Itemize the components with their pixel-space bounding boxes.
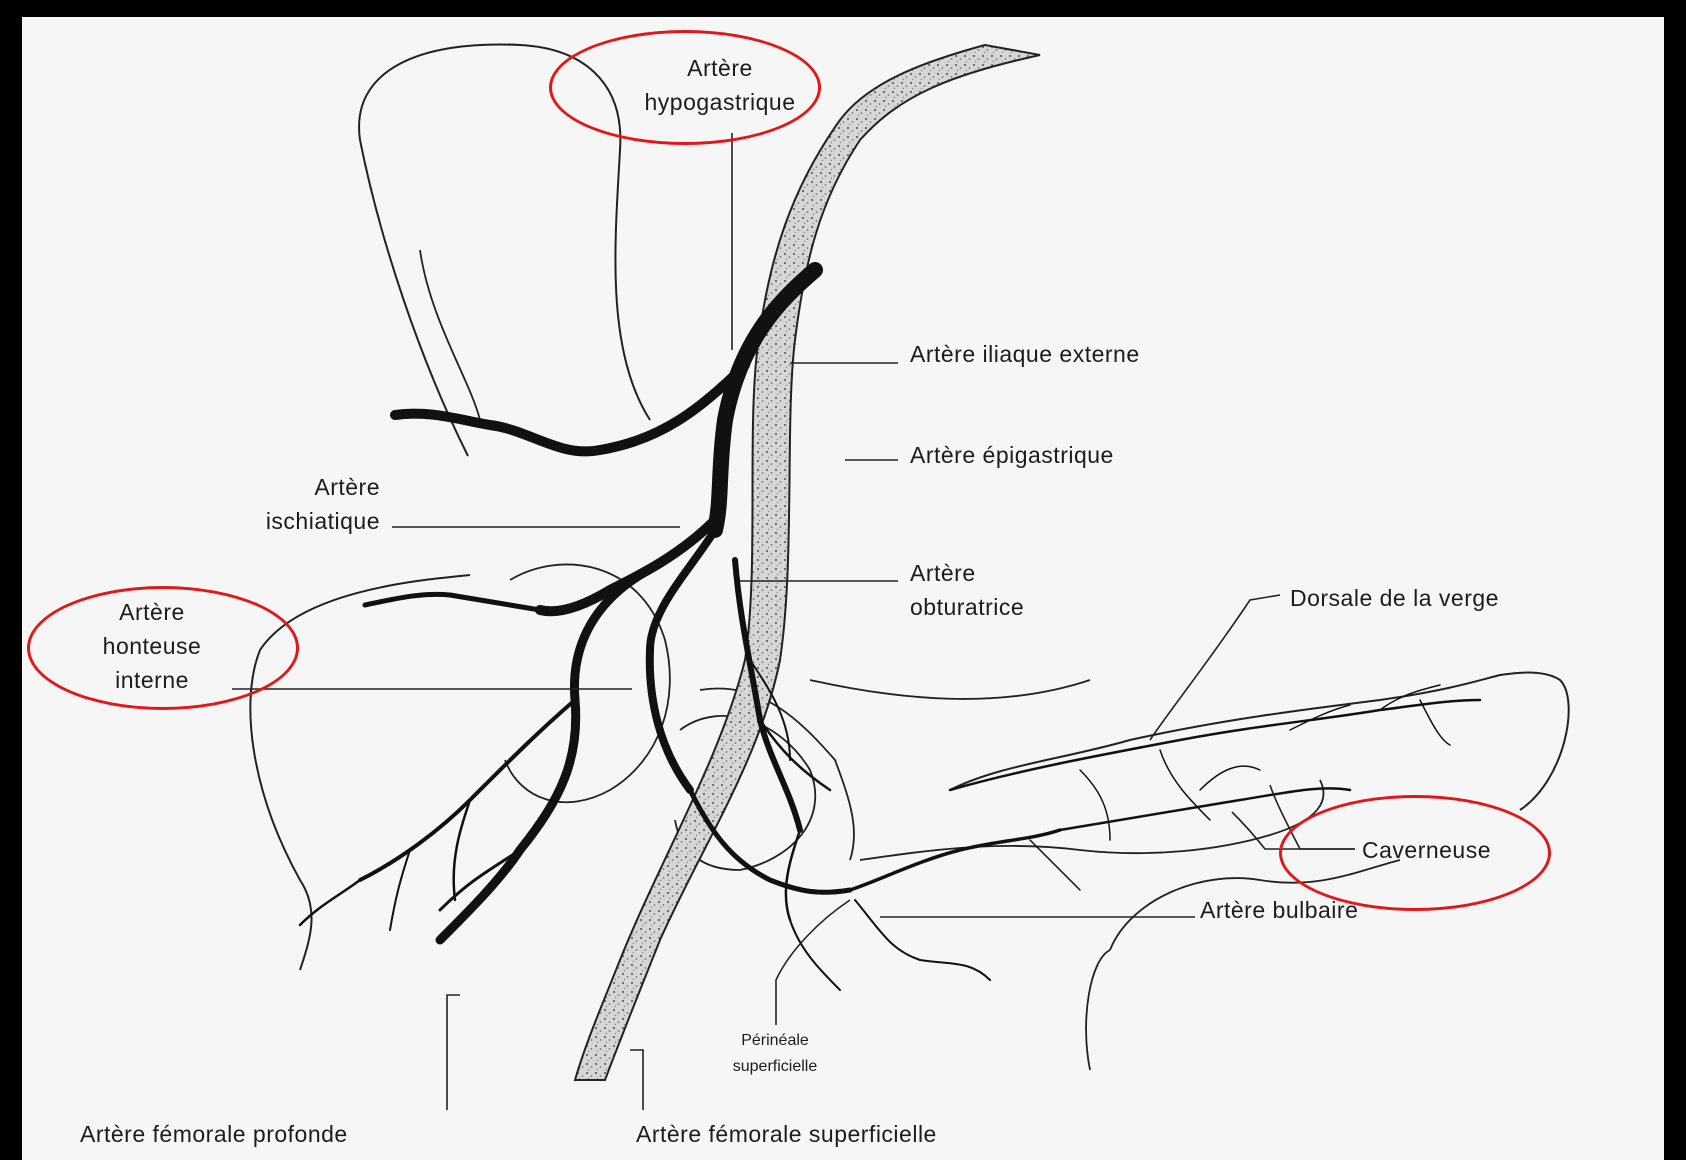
label-line: superficielle xyxy=(700,1054,850,1080)
label-arteria-obturatrice: Artère obturatrice xyxy=(910,556,1024,624)
label-arteria-ischiatique: Artère ischiatique xyxy=(180,470,380,538)
label-line: Périnéale xyxy=(700,1028,850,1054)
label-dorsale-de-la-verge: Dorsale de la verge xyxy=(1290,581,1499,615)
medial-branch-1 xyxy=(360,700,575,880)
thigh-outline xyxy=(1086,950,1110,1070)
label-line: Artère xyxy=(910,556,1024,590)
label-arteria-femorale-superficielle: Artère fémorale superficielle xyxy=(636,1117,937,1151)
label-arteria-epigastrique: Artère épigastrique xyxy=(910,438,1114,472)
penis-outline xyxy=(950,673,1569,810)
pelvic-inlet-line xyxy=(810,680,1090,699)
gluteal-branch xyxy=(395,365,745,451)
lateral-branch xyxy=(365,594,540,610)
label-line: Artère xyxy=(180,470,380,504)
label-perineale-superficielle: Périnéale superficielle xyxy=(700,1028,850,1080)
highlight-circle-hypogastrique xyxy=(549,30,821,145)
penis-lower-outline xyxy=(860,780,1323,860)
label-line: ischiatique xyxy=(180,504,380,538)
bulbar-artery xyxy=(850,830,1060,890)
label-line: obturatrice xyxy=(910,590,1024,624)
highlight-circle-honteuse xyxy=(27,586,299,710)
label-arteria-iliaque-externe: Artère iliaque externe xyxy=(910,337,1140,371)
highlight-circle-caverneuse xyxy=(1279,795,1551,911)
label-arteria-femorale-profonde: Artère fémorale profonde xyxy=(80,1117,348,1151)
pelvic-inner-line xyxy=(420,250,480,420)
